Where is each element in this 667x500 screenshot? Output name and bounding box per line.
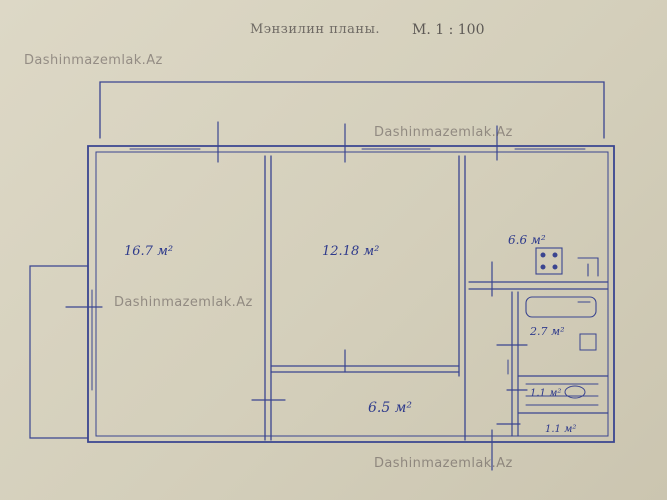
balcony-outline xyxy=(99,81,605,139)
watermark: Dashinmazemlak.Az xyxy=(114,295,253,310)
window-top-right xyxy=(514,145,586,153)
watermark: Dashinmazemlak.Az xyxy=(374,456,513,471)
corridor-wall xyxy=(270,365,460,373)
room2-area-label: 12.18 м² xyxy=(322,244,380,259)
kitchen-wall xyxy=(468,281,609,290)
kitchen-area-label: 6.6 м² xyxy=(508,233,546,247)
window-top-middle xyxy=(361,145,431,153)
hall-area-label: 6.5 м² xyxy=(368,400,412,416)
bathroom-area-label: 2.7 м² xyxy=(530,325,565,338)
storage-area-label: 1.1 м² xyxy=(545,424,577,435)
plan-title: Мэнзилин планы. xyxy=(250,22,381,37)
window-left xyxy=(87,289,97,391)
toilet-area-label: 1.1 м² xyxy=(530,388,562,399)
room1-area-label: 16.7 м² xyxy=(124,244,174,259)
window-top-left xyxy=(129,145,201,153)
plan-scale: М. 1 : 100 xyxy=(412,22,485,38)
side-box xyxy=(29,265,89,439)
toilet-lines xyxy=(525,383,599,406)
washbasin-icon xyxy=(579,333,597,351)
partition-wall-2 xyxy=(458,155,466,441)
sink-icon xyxy=(577,257,599,277)
bathroom-walls xyxy=(511,291,609,437)
toilet-icon xyxy=(564,385,586,399)
watermark: Dashinmazemlak.Az xyxy=(24,53,163,68)
stove-icon xyxy=(535,247,563,275)
bathtub-icon xyxy=(525,296,597,318)
partition-wall-1 xyxy=(264,155,272,441)
watermark: Dashinmazemlak.Az xyxy=(374,125,513,140)
